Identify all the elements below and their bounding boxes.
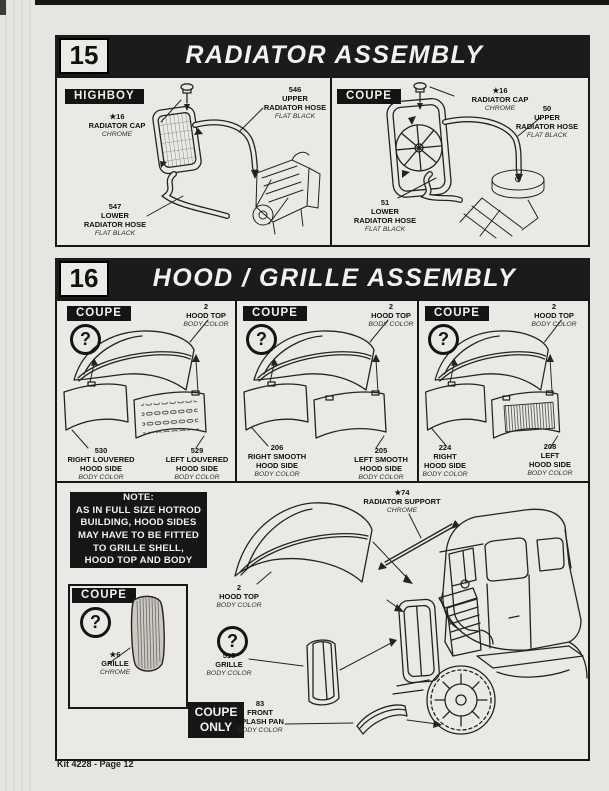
step15-title: RADIATOR ASSEMBLY (185, 41, 484, 69)
step16-cell-divider (417, 301, 419, 481)
part-label-530: 530 RIGHT LOUVERED HOOD SIDE BODY COLOR (67, 446, 135, 481)
step15-header: 15 RADIATOR ASSEMBLY (55, 35, 590, 76)
part-label-grille-shell: 515 GRILLE BODY COLOR (206, 651, 252, 677)
highboy-tag: HIGHBOY (65, 89, 144, 104)
footer-kit-page: Kit 4228 - Page 12 (57, 759, 134, 769)
part-label-lower-hose-coupe: 51 LOWER RADIATOR HOSE FLAT BLACK (353, 198, 417, 233)
part-label-chrome-grille: ★6 GRILLE CHROME (99, 650, 131, 676)
note-line: MAY HAVE TO BE FITTED (77, 530, 200, 541)
part-label-224: 224 RIGHT HOOD SIDE BODY COLOR (422, 443, 468, 478)
hood-assembly-vented-illustration (425, 319, 562, 449)
part-label-upper-hose-coupe: 50 UPPER RADIATOR HOSE FLAT BLACK (515, 104, 579, 139)
corner-mark (0, 0, 6, 15)
part-label-radiator-cap-highboy: ★16 RADIATOR CAP CHROME (88, 112, 146, 138)
step16-cell-divider (235, 301, 237, 481)
hood-grille-fitting-illustration (234, 502, 588, 735)
coupe-radiator-illustration (386, 82, 545, 239)
hood-assembly-smooth-illustration (243, 319, 389, 449)
chrome-grille-illustration (107, 595, 165, 672)
coupe-tag: COUPE (337, 89, 401, 104)
part-label-lower-hose-highboy: 547 LOWER RADIATOR HOSE FLAT BLACK (83, 202, 147, 237)
part-label-hood-top-2: 2 HOOD TOP BODY COLOR (368, 302, 414, 328)
step16-title: HOOD / GRILLE ASSEMBLY (152, 264, 517, 292)
highboy-radiator-illustration (146, 83, 321, 235)
part-label-radiator-support: ★74 RADIATOR SUPPORT CHROME (363, 488, 441, 514)
step16-number: 16 (59, 260, 109, 297)
question-mark-icon: ? (217, 626, 248, 657)
question-mark-icon: ? (428, 324, 459, 355)
car-body-illustration (392, 508, 588, 735)
part-label-upper-hose-highboy: 546 UPPER RADIATOR HOSE FLAT BLACK (263, 85, 327, 120)
note-title: NOTE: (123, 492, 154, 504)
coupe-tag: COUPE (72, 588, 136, 603)
step16-header: 16 HOOD / GRILLE ASSEMBLY (55, 258, 590, 299)
part-label-hood-top-main: 2 HOOD TOP BODY COLOR (216, 583, 262, 609)
note-box: NOTE: AS IN FULL SIZE HOTROD BUILDING, H… (70, 492, 207, 568)
part-label-205: 205 LEFT SMOOTH HOOD SIDE BODY COLOR (354, 446, 408, 481)
part-label-splash-pan: 83 FRONT SPLASH PAN BODY COLOR (236, 699, 284, 734)
part-label-208: 208 LEFT HOOD SIDE BODY COLOR (527, 442, 573, 477)
coupe-tag: COUPE (425, 306, 489, 321)
part-label-hood-top-3: 2 HOOD TOP BODY COLOR (531, 302, 577, 328)
part-label-hood-top-1: 2 HOOD TOP BODY COLOR (183, 302, 229, 328)
note-line: TO GRILLE SHELL, (93, 542, 184, 554)
step15-body (55, 76, 590, 247)
question-mark-icon: ? (246, 324, 277, 355)
part-label-radiator-cap-coupe: ★16 RADIATOR CAP CHROME (471, 86, 529, 112)
question-mark-icon: ? (80, 607, 111, 638)
paper-crease (5, 0, 35, 791)
part-label-529: 529 LEFT LOUVERED HOOD SIDE BODY COLOR (165, 446, 229, 481)
page-edge-strip (35, 0, 609, 5)
note-line: BUILDING, HOOD SIDES (80, 517, 197, 529)
step16-row-divider (57, 481, 588, 483)
coupe-grille-box (68, 584, 188, 709)
step15-number: 15 (59, 37, 109, 74)
step15-divider (330, 78, 332, 245)
coupe-only-tag: COUPE ONLY (188, 702, 244, 738)
coupe-tag: COUPE (243, 306, 307, 321)
question-mark-icon: ? (70, 324, 101, 355)
coupe-tag: COUPE (67, 306, 131, 321)
part-label-206: 206 RIGHT SMOOTH HOOD SIDE BODY COLOR (247, 443, 307, 478)
hood-assembly-louvered-illustration (63, 319, 209, 449)
note-line: HOOD TOP AND BODY (84, 555, 193, 567)
note-line: AS IN FULL SIZE HOTROD (75, 504, 202, 516)
